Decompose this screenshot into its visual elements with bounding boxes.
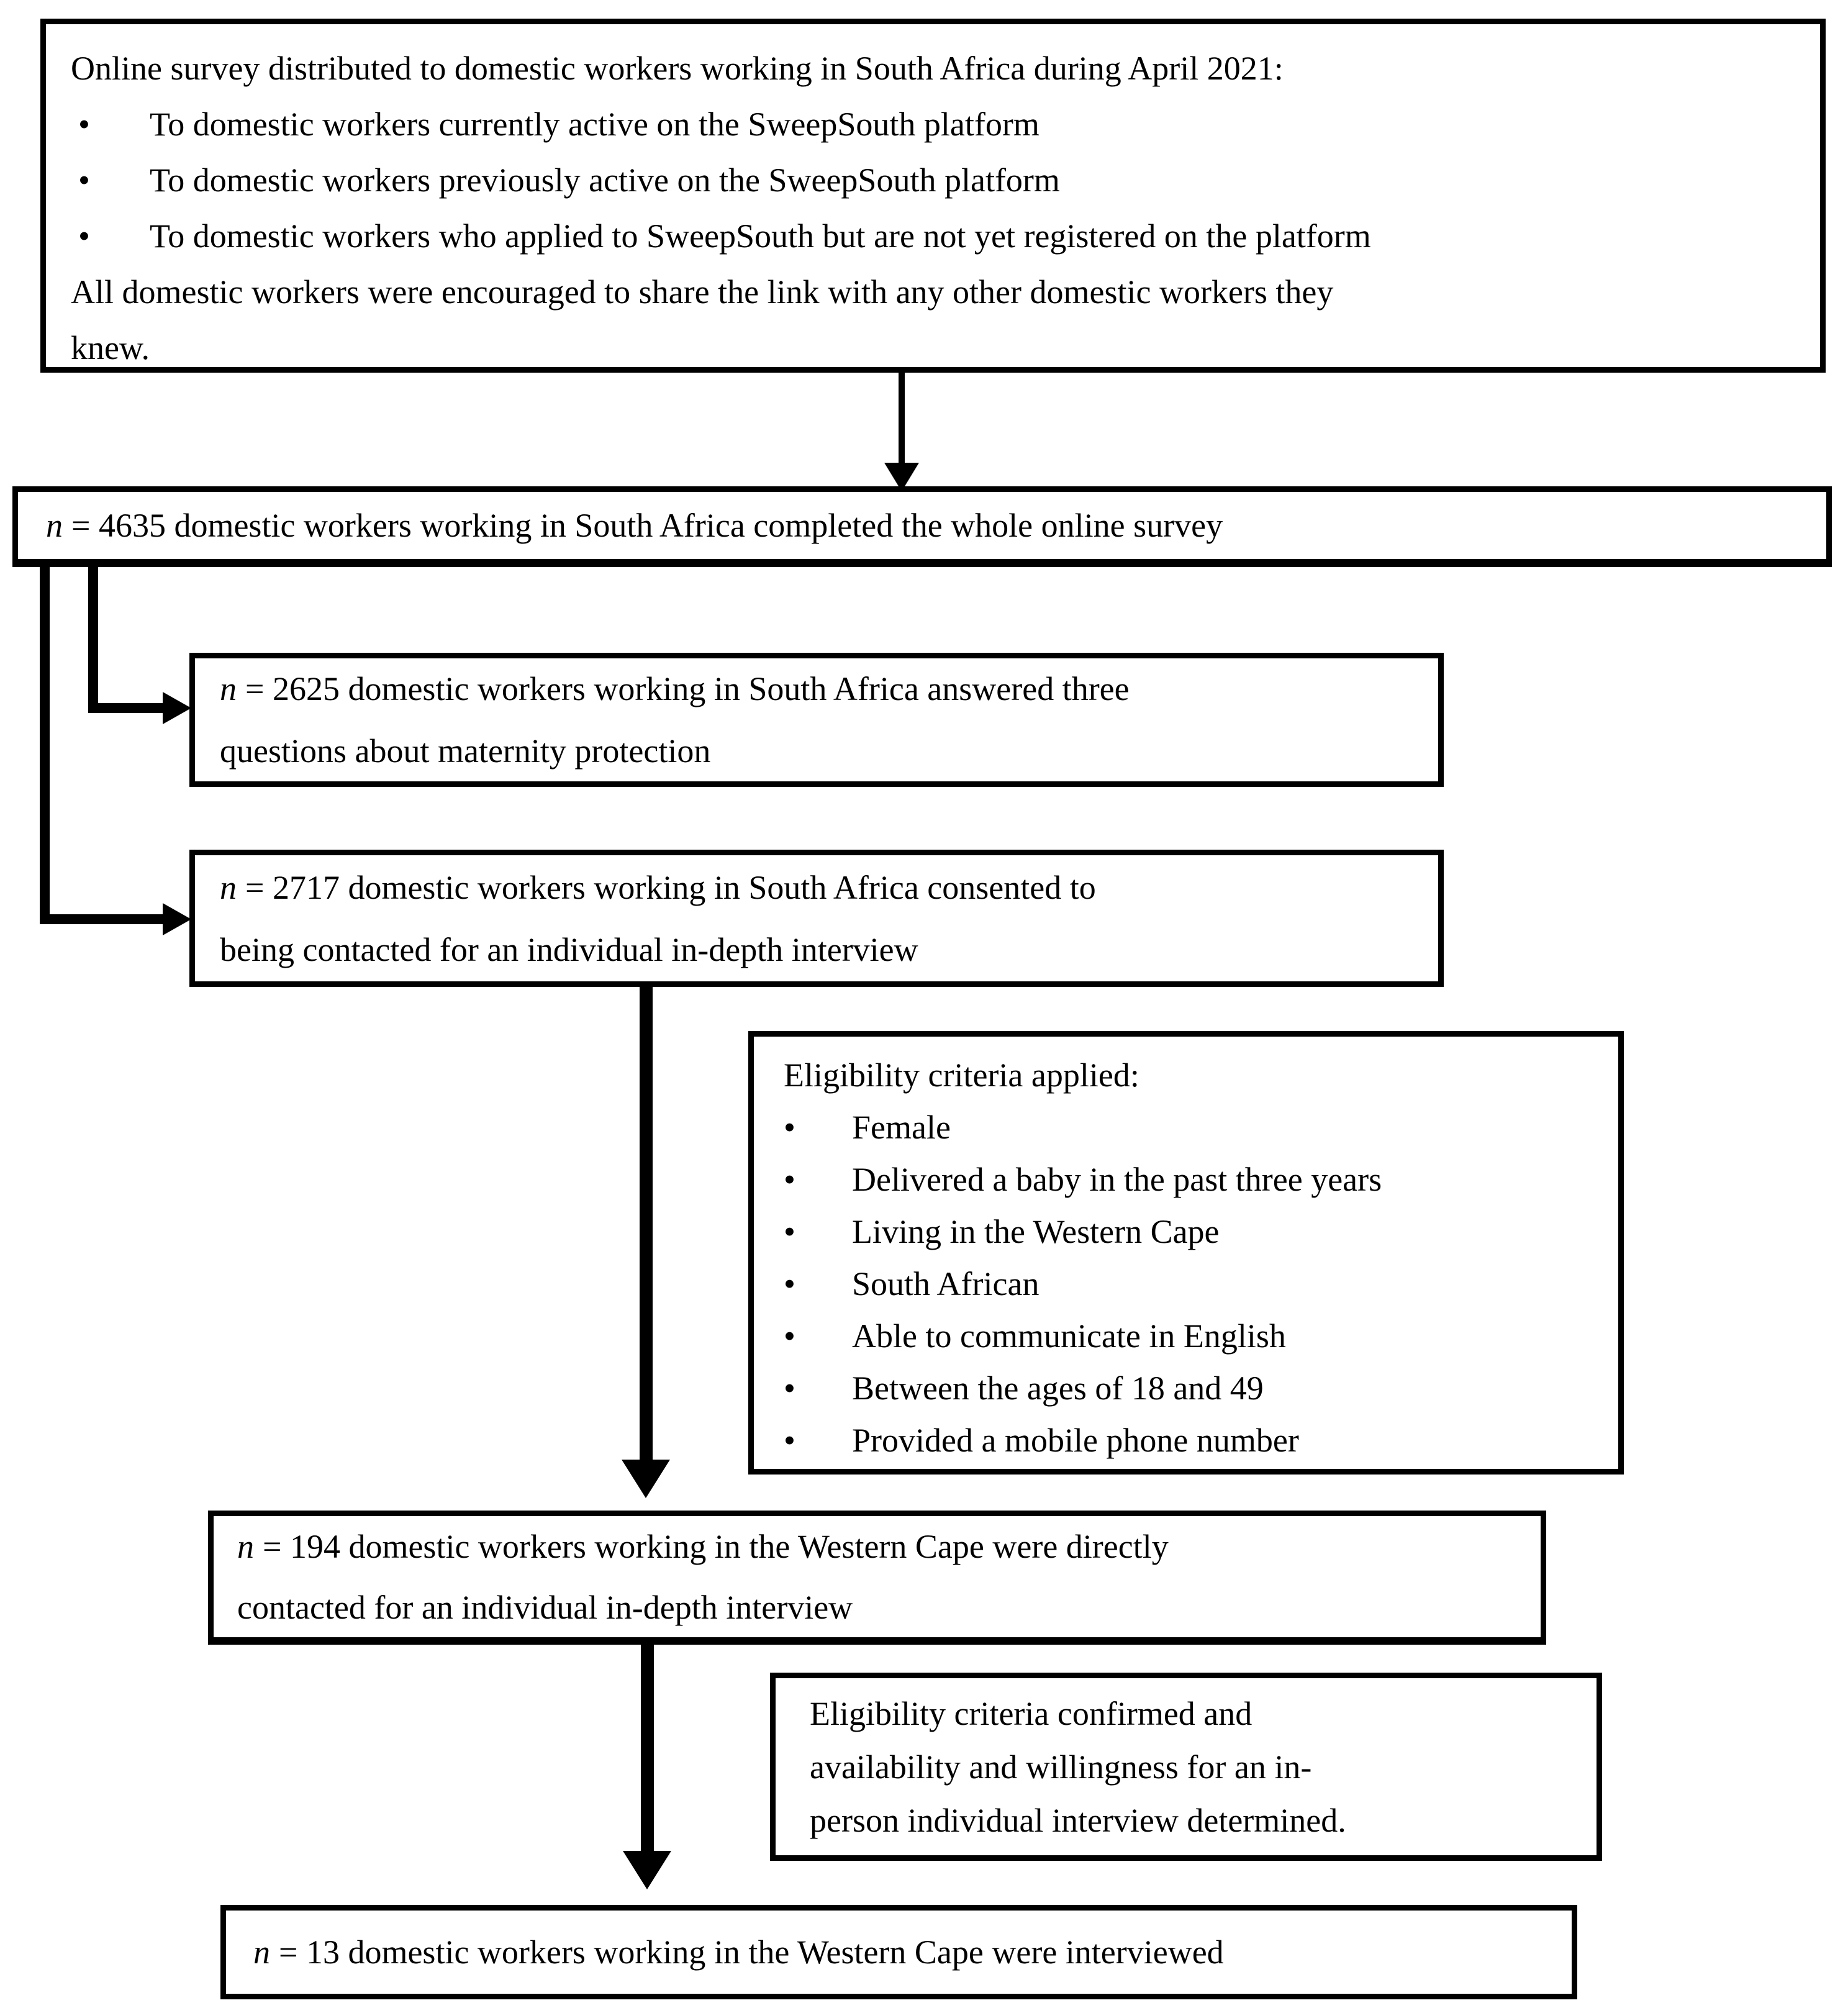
bullet-icon: • <box>784 1265 795 1302</box>
consented-interview-line1: = 2717 domestic workers working in South… <box>245 868 1096 906</box>
survey-distribution-outro-line1: All domestic workers were encouraged to … <box>71 273 1334 311</box>
box-completed-survey: n= 4635 domestic workers working in Sout… <box>12 486 1832 567</box>
box-maternity-questions: n= 2625 domestic workers working in Sout… <box>189 653 1444 787</box>
branch-connector-consented <box>40 567 50 924</box>
list-item: • To domestic workers previously active … <box>71 152 1801 208</box>
eligibility-bullet-baby: Delivered a baby in the past three years <box>852 1161 1382 1198</box>
maternity-questions-line1: = 2625 domestic workers working in South… <box>245 670 1130 707</box>
survey-distribution-bullet-3: To domestic workers who applied to Sweep… <box>150 217 1371 255</box>
survey-distribution-bullet-1: To domestic workers currently active on … <box>150 106 1040 143</box>
bullet-icon: • <box>78 161 90 199</box>
arrow-down-connector <box>640 987 653 1460</box>
eligibility-bullet-english: Able to communicate in English <box>852 1317 1286 1355</box>
eligibility-confirmed-line1: Eligibility criteria confirmed and <box>810 1694 1252 1732</box>
branch-connector-maternity <box>88 703 164 713</box>
list-item: • Between the ages of 18 and 49 <box>784 1362 1606 1414</box>
box-eligibility-confirmed: Eligibility criteria confirmed and avail… <box>770 1673 1602 1861</box>
bullet-icon: • <box>78 217 90 255</box>
eligibility-confirmed-line3: person individual interview determined. <box>810 1801 1346 1839</box>
box-interviewed: n= 13 domestic workers working in the We… <box>220 1905 1577 1999</box>
eligibility-bullet-western-cape: Living in the Western Cape <box>852 1213 1220 1250</box>
list-item: • To domestic workers who applied to Swe… <box>71 208 1801 264</box>
n-variable: n <box>253 1933 270 1971</box>
box-directly-contacted: n= 194 domestic workers working in the W… <box>208 1511 1546 1645</box>
branch-connector-maternity <box>88 567 98 713</box>
eligibility-bullet-phone: Provided a mobile phone number <box>852 1422 1299 1459</box>
list-item: • Delivered a baby in the past three yea… <box>784 1153 1606 1206</box>
box-eligibility-applied: Eligibility criteria applied: • Female •… <box>748 1031 1624 1475</box>
directly-contacted-line2: contacted for an individual in-depth int… <box>237 1588 853 1626</box>
list-item: • Living in the Western Cape <box>784 1206 1606 1258</box>
n-variable: n <box>237 1527 254 1565</box>
arrow-down-icon <box>623 1851 671 1889</box>
bullet-icon: • <box>784 1213 795 1250</box>
arrow-down-icon <box>622 1460 670 1498</box>
list-item: • Provided a mobile phone number <box>784 1414 1606 1466</box>
n-variable: n <box>46 507 63 544</box>
directly-contacted-line1: = 194 domestic workers working in the We… <box>263 1527 1169 1565</box>
bullet-icon: • <box>784 1422 795 1459</box>
interviewed-text: = 13 domestic workers working in the Wes… <box>279 1933 1224 1971</box>
eligibility-bullet-age: Between the ages of 18 and 49 <box>852 1370 1264 1407</box>
survey-distribution-bullet-2: To domestic workers previously active on… <box>150 161 1060 199</box>
list-item: • Able to communicate in English <box>784 1310 1606 1362</box>
arrow-down-connector <box>899 373 905 465</box>
list-item: • Female <box>784 1101 1606 1153</box>
n-variable: n <box>220 670 237 707</box>
eligibility-bullet-female: Female <box>852 1109 951 1146</box>
box-consented-interview: n= 2717 domestic workers working in Sout… <box>189 850 1444 987</box>
survey-distribution-intro: Online survey distributed to domestic wo… <box>71 50 1284 87</box>
eligibility-confirmed-line2: availability and willingness for an in- <box>810 1748 1312 1786</box>
bullet-icon: • <box>78 106 90 143</box>
list-item: • South African <box>784 1258 1606 1310</box>
maternity-questions-line2: questions about maternity protection <box>220 732 711 770</box>
bullet-icon: • <box>784 1317 795 1355</box>
n-variable: n <box>220 868 237 906</box>
eligibility-applied-title: Eligibility criteria applied: <box>784 1056 1139 1094</box>
bullet-icon: • <box>784 1370 795 1407</box>
branch-connector-consented <box>40 914 164 924</box>
completed-survey-text: = 4635 domestic workers working in South… <box>71 507 1223 544</box>
bullet-icon: • <box>784 1161 795 1198</box>
arrow-right-icon <box>163 903 191 935</box>
survey-distribution-outro-line2: knew. <box>71 329 150 366</box>
list-item: • To domestic workers currently active o… <box>71 96 1801 152</box>
arrow-right-icon <box>163 692 191 724</box>
consented-interview-line2: being contacted for an individual in-dep… <box>220 930 918 968</box>
arrow-down-connector <box>641 1645 654 1851</box>
bullet-icon: • <box>784 1109 795 1146</box>
box-survey-distribution: Online survey distributed to domestic wo… <box>40 19 1826 373</box>
eligibility-bullet-south-african: South African <box>852 1265 1040 1302</box>
